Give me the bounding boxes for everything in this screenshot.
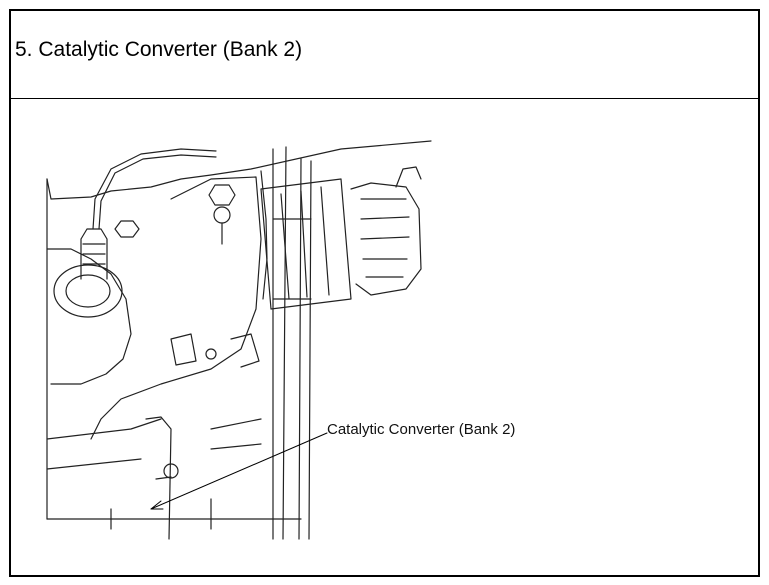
oxygen-sensor-base xyxy=(53,264,123,318)
catalytic-converter xyxy=(145,416,172,540)
heat-shield xyxy=(260,178,352,310)
callout-label: Catalytic Converter (Bank 2) xyxy=(327,421,516,438)
callout-leader-line xyxy=(150,432,328,510)
title-bar: 5. Catalytic Converter (Bank 2) xyxy=(11,11,758,99)
sensor-wire xyxy=(92,148,217,230)
engine-illustration xyxy=(46,140,432,540)
mounting-bracket xyxy=(350,182,422,296)
diagram-frame: 5. Catalytic Converter (Bank 2) xyxy=(9,9,760,577)
exhaust-pipe xyxy=(272,146,287,540)
nut xyxy=(114,220,140,238)
oxygen-sensor xyxy=(80,228,108,280)
bolt xyxy=(208,184,236,206)
engine-body-outline xyxy=(46,140,432,200)
page-title: 5. Catalytic Converter (Bank 2) xyxy=(15,38,303,61)
